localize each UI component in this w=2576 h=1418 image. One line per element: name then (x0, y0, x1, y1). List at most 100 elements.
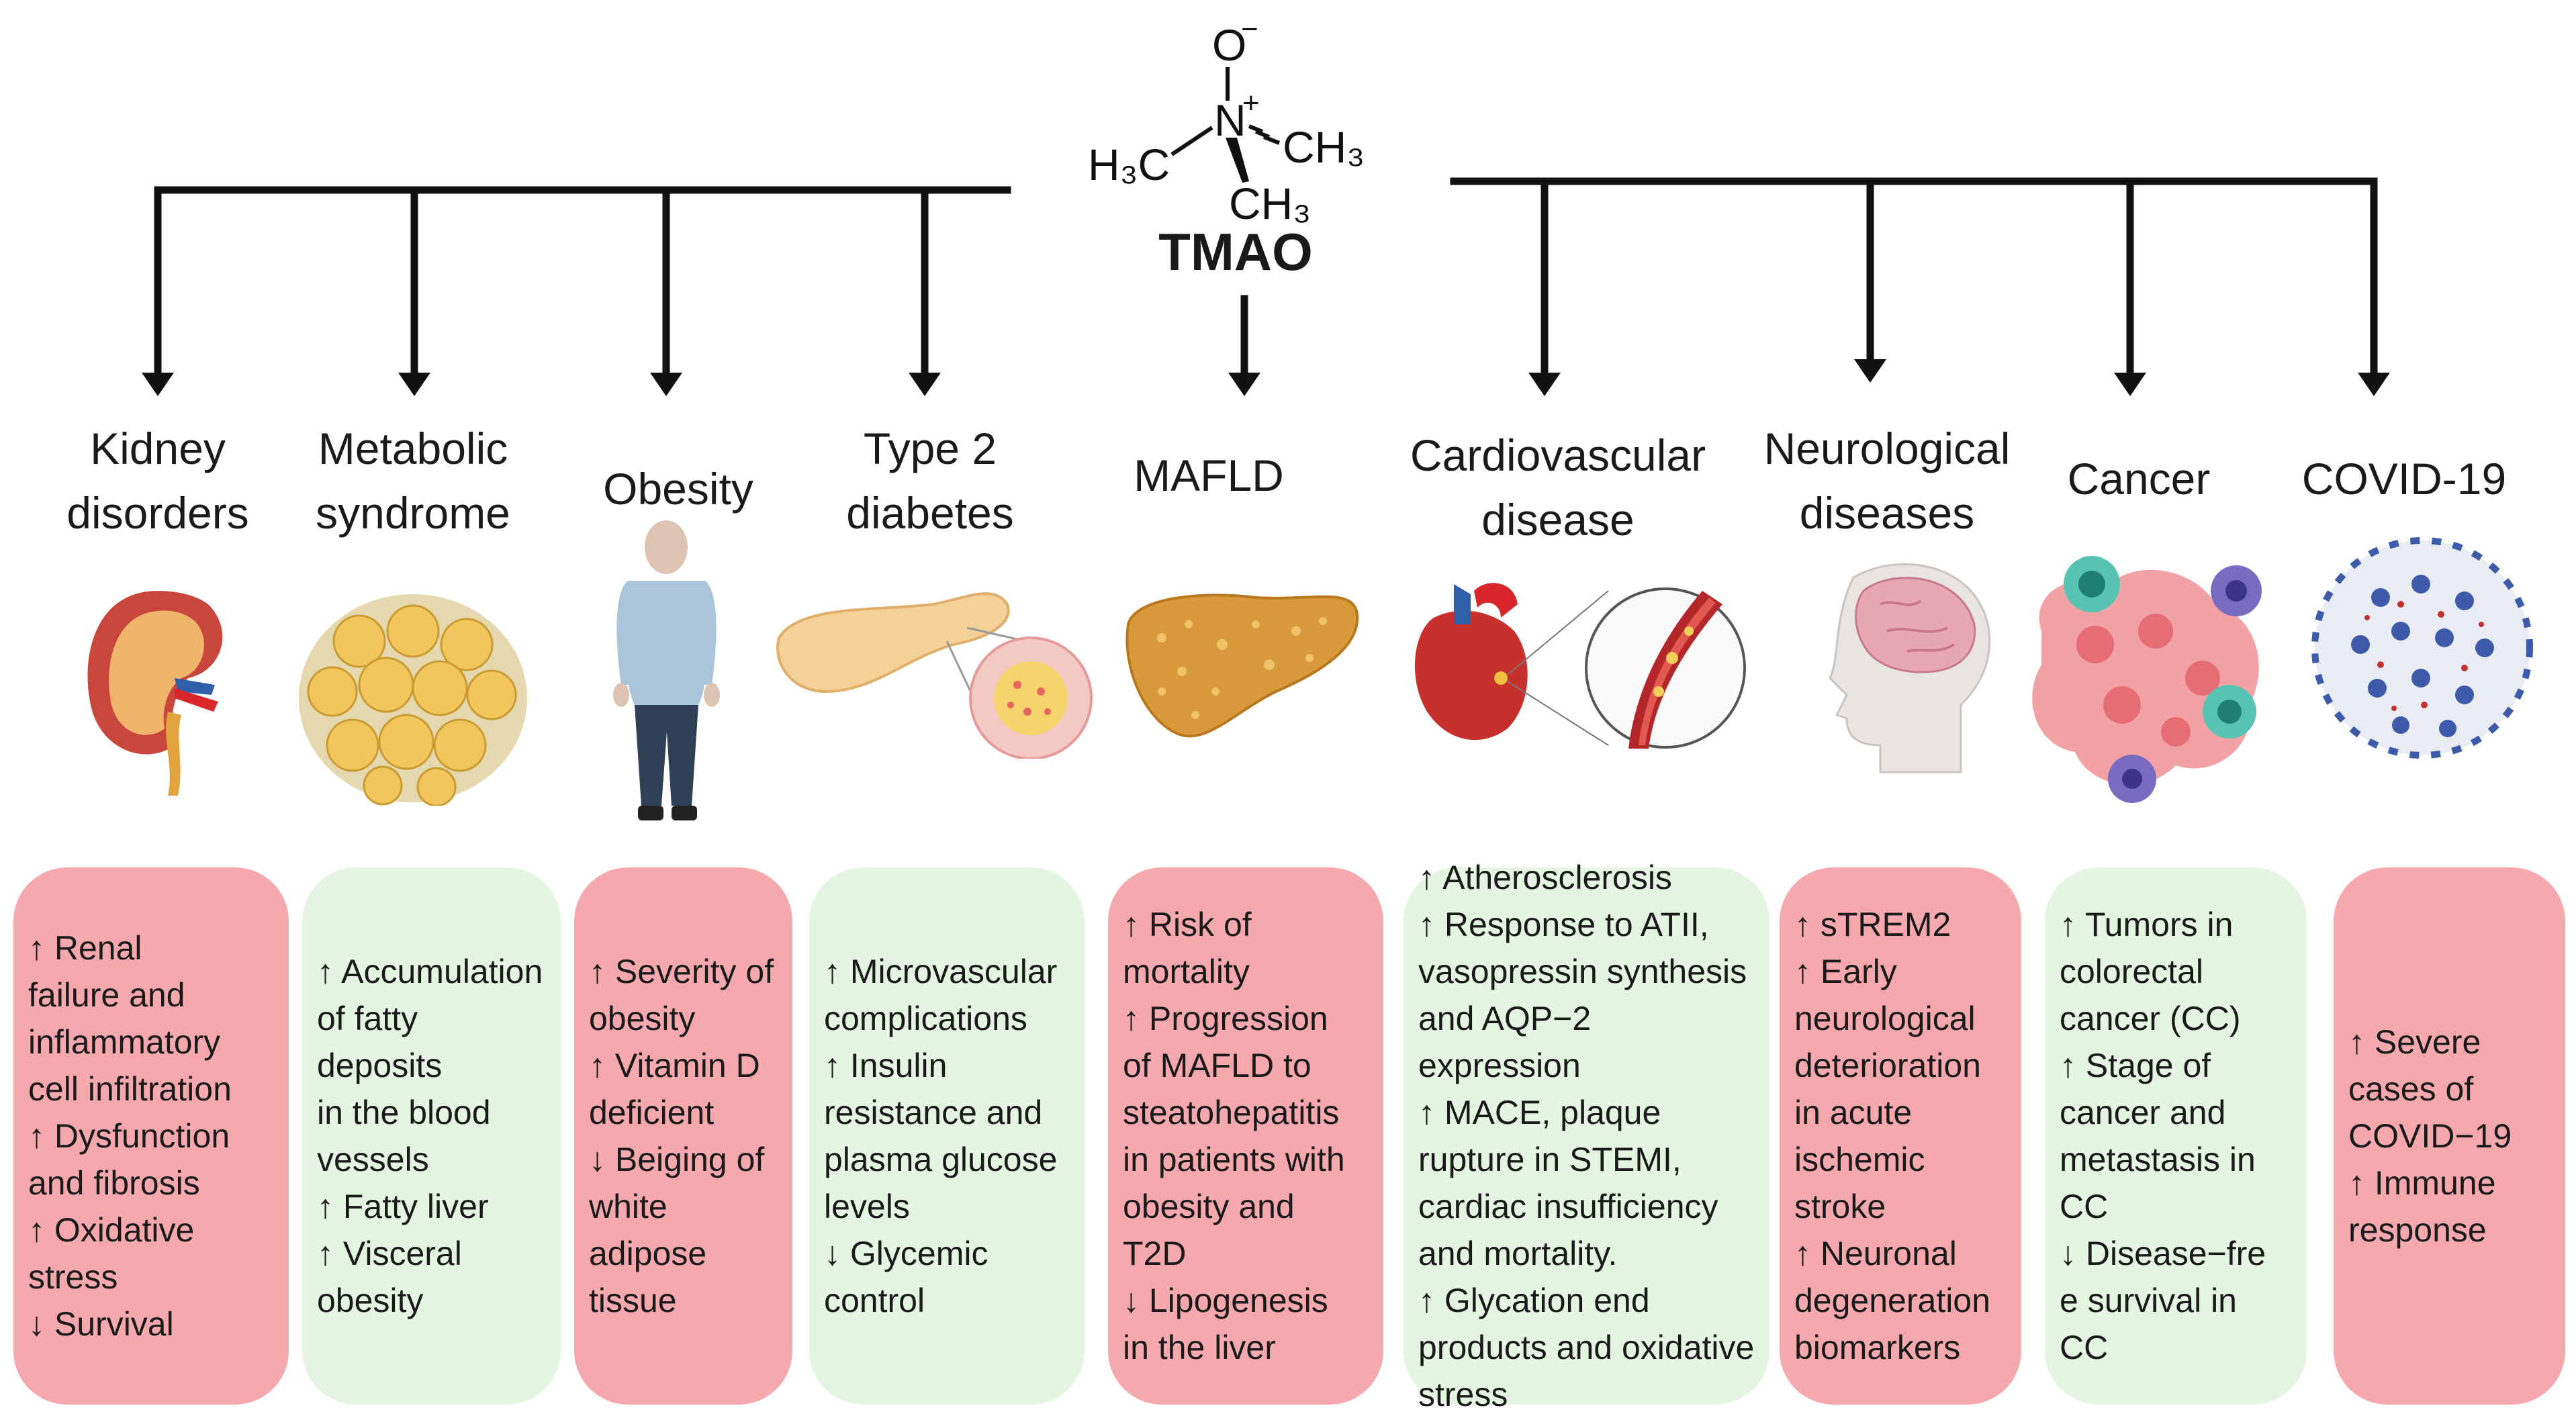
effect-item: deficient (589, 1094, 715, 1131)
effect-item: in the liver (1123, 1329, 1276, 1366)
effect-item: ↑ MACE, plaque (1418, 1094, 1661, 1131)
disease-label-kidney: Kidney disorders (66, 424, 249, 538)
effect-item: ↑ Immune (2348, 1164, 2496, 1202)
effect-item: plasma glucose (824, 1141, 1058, 1178)
effect-item: cases of (2348, 1070, 2474, 1108)
effect-item: ↓ Survival (28, 1305, 174, 1343)
effect-item: in the blood (317, 1094, 491, 1131)
effect-item: ↑ Severe (2348, 1023, 2481, 1061)
liver-icon (1125, 594, 1359, 738)
effect-item: obesity (589, 1000, 696, 1037)
effect-box-neuro: ↑ sTREM2 ↑ Early neurological deterioration… (1780, 867, 2021, 1405)
effect-item: stress (1418, 1376, 1508, 1413)
effect-item: and fibrosis (28, 1164, 200, 1202)
effect-item: adipose (589, 1235, 707, 1272)
effect-item: obesity (317, 1282, 424, 1319)
person-icon (613, 520, 720, 820)
effect-item: ↑ Response to ATII, (1418, 906, 1709, 943)
effect-item: ↓ Disease−fre (2060, 1235, 2266, 1272)
disease-label-cardio: Cardiovascular disease (1410, 430, 1706, 545)
methyl-right: CH₃ (1283, 122, 1365, 172)
virus-icon (2311, 537, 2533, 759)
effect-item: in patients with (1123, 1141, 1345, 1178)
effect-item: ↑ sTREM2 (1794, 906, 1951, 943)
effect-item: metastasis in (2060, 1141, 2256, 1178)
effect-item: and AQP−2 expression (1418, 1000, 1592, 1084)
effect-item: deterioration (1794, 1047, 1981, 1084)
effect-item: resistance and (824, 1094, 1043, 1131)
effect-item: stroke (1794, 1188, 1886, 1225)
effect-item: of fatty deposits (317, 1000, 443, 1084)
effect-item: ↑ Stage of (2060, 1047, 2211, 1084)
effect-item: failure and (28, 976, 185, 1014)
effect-item: rupture in STEMI, (1418, 1141, 1682, 1178)
arrowhead-obesity (650, 373, 682, 396)
effect-item: vessels (317, 1141, 429, 1178)
effect-item: steatohepatitis (1123, 1094, 1340, 1131)
effect-item: cardiac insufficiency (1418, 1188, 1718, 1225)
effect-item: ↑ Atherosclerosis (1418, 859, 1672, 896)
arrowhead-covid (2358, 373, 2390, 396)
effect-item: in acute (1794, 1094, 1913, 1131)
effect-item: ↑ Risk of (1123, 906, 1252, 943)
effect-box-cardio: ↑ Atherosclerosis ↑ Response to ATII, vaso… (1404, 859, 1769, 1413)
effect-box-metabolic: ↑ Accumulation of fatty deposits in the bl… (302, 867, 561, 1405)
arrowhead-cancer (2114, 373, 2146, 396)
effect-item: cancer (CC) (2060, 1000, 2241, 1037)
disease-label-neuro: Neurological diseases (1763, 424, 2011, 538)
effect-item: stress (28, 1258, 118, 1296)
disease-label-obesity: Obesity (603, 464, 753, 514)
effect-item: ↑ Neuronal (1794, 1235, 1957, 1272)
effect-item: inflammatory (28, 1023, 221, 1061)
arrowhead-neuro (1854, 359, 1886, 383)
effect-item: complications (824, 1000, 1027, 1037)
effect-item: colorectal (2060, 953, 2203, 990)
effect-list-metabolic: ↑ Accumulation of fatty deposits in the bl… (317, 948, 546, 1324)
nitrogen-charge: + (1242, 87, 1260, 120)
pancreas-icon (776, 592, 1093, 759)
disease-label-covid: COVID-19 (2301, 454, 2507, 504)
cancer-cells-icon (2032, 556, 2262, 803)
effect-item: ↑ Renal (28, 929, 142, 967)
effect-list-diabetes: ↑ Microvascular complications ↑ Insulin res… (824, 948, 1057, 1324)
effect-item: of MAFLD to (1123, 1047, 1312, 1084)
effect-item: ↑ Insulin (824, 1047, 948, 1084)
effect-item: vasopressin synthesis (1418, 953, 1747, 990)
oxygen-charge: − (1241, 13, 1258, 46)
effect-list-neuro: ↑ sTREM2 ↑ Early neurological deterioration… (1794, 901, 1990, 1371)
effect-item: ↑ Dysfunction (28, 1117, 230, 1155)
brain-head-icon (1829, 563, 1991, 773)
arrowhead-metabolic (398, 373, 430, 396)
effect-item: neurological (1794, 1000, 1976, 1037)
fat-cells-icon (299, 594, 527, 806)
effect-item: ↑ Fatty liver (317, 1188, 489, 1225)
effect-item: ↑ Severity of (589, 953, 774, 990)
nitrogen-atom: N (1214, 95, 1246, 145)
effect-item: ↑ Early (1794, 953, 1897, 990)
effect-item: cell infiltration (28, 1070, 232, 1108)
heart-artery-icon (1414, 583, 1746, 749)
effect-item: ↑ Glycation end (1418, 1282, 1650, 1319)
effect-item: ↑ Visceral (317, 1235, 462, 1272)
effect-item: e survival in (2060, 1282, 2237, 1319)
effect-box-diabetes: ↑ Microvascular complications ↑ Insulin res… (809, 867, 1085, 1405)
effect-item: ↑ Accumulation (317, 953, 543, 990)
effect-item: response (2348, 1211, 2487, 1249)
effect-item: ↑ Progression (1123, 1000, 1328, 1037)
effect-item: biomarkers (1794, 1329, 1961, 1366)
arrowhead-diabetes (909, 373, 941, 396)
effect-item: and mortality. (1418, 1235, 1618, 1272)
effect-item: ↑ Oxidative (28, 1211, 195, 1249)
effect-item: ↓ Lipogenesis (1123, 1282, 1328, 1319)
effect-item: ↑ Microvascular (824, 953, 1058, 990)
arrowhead-mafld (1228, 373, 1260, 396)
disease-label-cancer: Cancer (2067, 454, 2211, 504)
